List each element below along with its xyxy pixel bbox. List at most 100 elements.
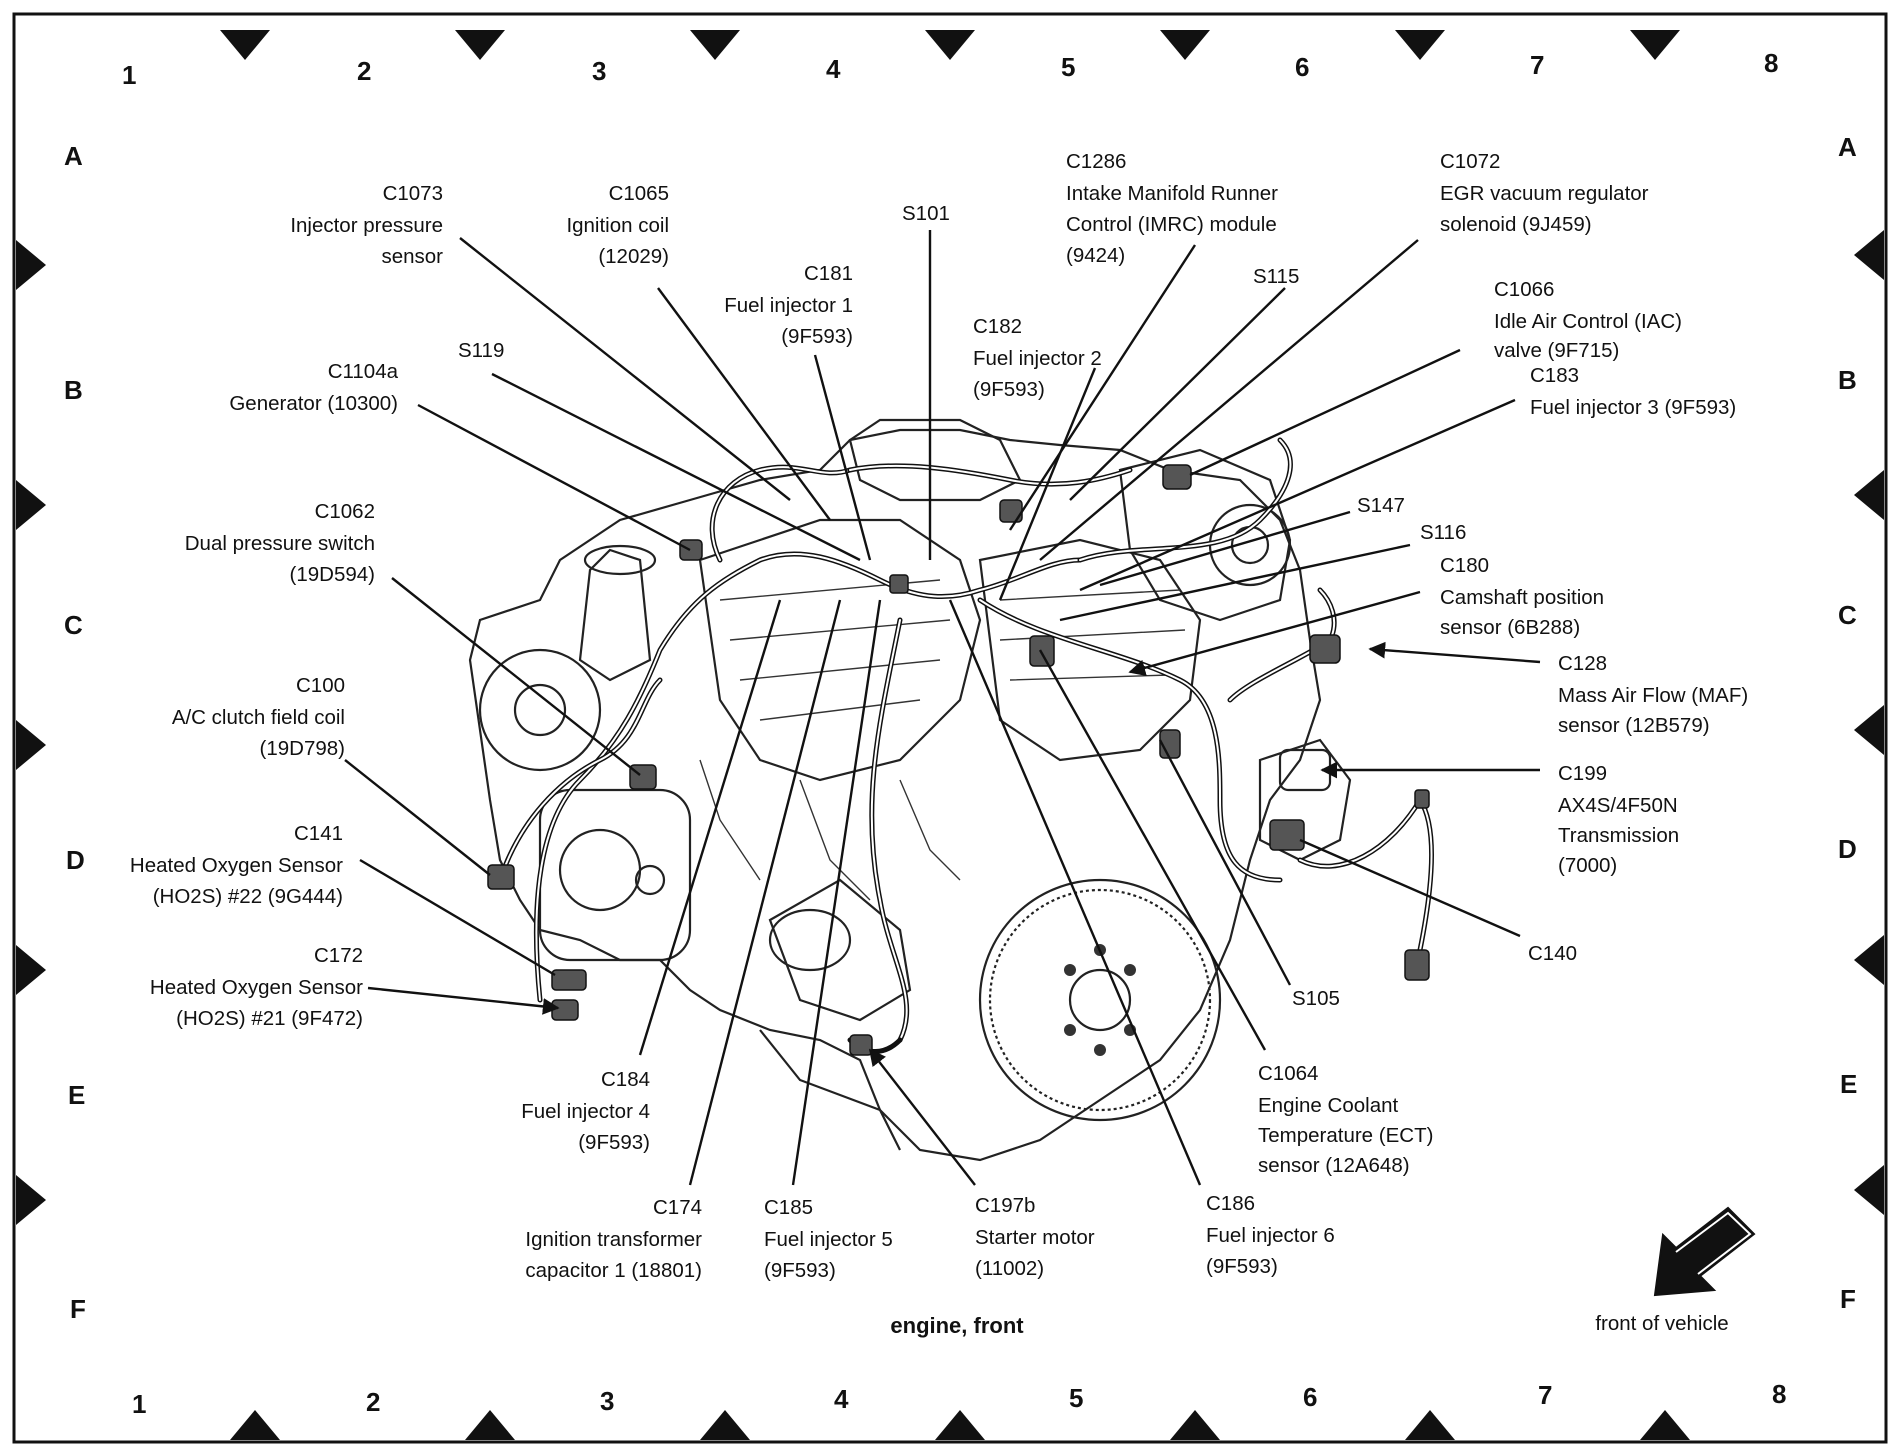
label-c172: C172 Heated Oxygen Sensor (HO2S) #21 (9F… [150,944,363,1030]
label-c1073-code: C1073 [383,182,443,205]
label-c1066-code: C1066 [1494,278,1554,301]
label-c199-line3: (7000) [1558,854,1617,877]
label-c197b-line1: Starter motor [975,1226,1095,1249]
grid-row-a-left: A [64,141,83,171]
label-s115: S115 [1253,265,1299,288]
label-c1065-line1: Ignition coil [566,214,669,237]
label-c184-line2: (9F593) [578,1131,650,1154]
grid-marker-triangles [16,30,1884,1440]
label-s116-code: S116 [1420,521,1466,544]
label-c1286-line2: Control (IMRC) module [1066,213,1277,236]
label-c128-code: C128 [1558,652,1607,675]
label-c199-line1: AX4S/4F50N [1558,794,1678,817]
label-c184-code: C184 [601,1068,650,1091]
label-c1066-line1: Idle Air Control (IAC) [1494,310,1682,333]
engine-illustration [468,418,1434,1162]
label-s105-code: S105 [1292,987,1340,1010]
label-c1072: C1072 EGR vacuum regulator solenoid (9J4… [1440,150,1649,236]
label-c180-line1: Camshaft position [1440,586,1604,609]
grid-row-c-right: C [1838,600,1857,630]
label-c141-code: C141 [294,822,343,845]
grid-row-f-left: F [70,1294,86,1324]
label-c1066-line2: valve (9F715) [1494,339,1619,362]
label-c174-line2: capacitor 1 (18801) [525,1259,702,1282]
grid-row-e-left: E [68,1080,85,1110]
label-c199: C199 AX4S/4F50N Transmission (7000) [1558,762,1679,877]
label-c182: C182 Fuel injector 2 (9F593) [973,315,1102,401]
label-c100-code: C100 [296,674,345,697]
label-c1064-code: C1064 [1258,1062,1318,1085]
label-c1062-code: C1062 [315,500,375,523]
label-c180: C180 Camshaft position sensor (6B288) [1440,554,1604,639]
grid-col-3-bottom: 3 [600,1386,614,1416]
grid-col-7-bottom: 7 [1538,1380,1552,1410]
label-c1104a: C1104a Generator (10300) [229,360,398,415]
label-c100-line1: A/C clutch field coil [172,706,345,729]
label-c197b: C197b Starter motor (11002) [975,1194,1095,1280]
label-c172-line1: Heated Oxygen Sensor [150,976,363,999]
label-c181: C181 Fuel injector 1 (9F593) [724,262,853,348]
label-s101: S101 [902,202,950,225]
label-s116: S116 [1420,521,1466,544]
grid-col-1-bottom: 1 [132,1389,146,1419]
grid-col-5-bottom: 5 [1069,1383,1083,1413]
label-c181-line2: (9F593) [781,325,853,348]
label-c1065-code: C1065 [609,182,669,205]
label-c1066: C1066 Idle Air Control (IAC) valve (9F71… [1494,278,1682,362]
label-c1064-line3: sensor (12A648) [1258,1154,1410,1177]
label-c183: C183 Fuel injector 3 (9F593) [1530,364,1736,419]
label-c1286: C1286 Intake Manifold Runner Control (IM… [1066,150,1278,267]
grid-col-2-bottom: 2 [366,1387,380,1417]
label-c1072-code: C1072 [1440,150,1500,173]
leader-lines [344,230,1541,1186]
label-c182-line1: Fuel injector 2 [973,347,1102,370]
label-c184-line1: Fuel injector 4 [521,1100,650,1123]
label-c186-line2: (9F593) [1206,1255,1278,1278]
label-s119: S119 [458,339,504,362]
label-s105: S105 [1292,987,1340,1010]
label-s147: S147 [1357,494,1405,517]
label-c100-line2: (19D798) [260,737,345,760]
grid-col-4-top: 4 [826,54,841,84]
label-c1286-line3: (9424) [1066,244,1125,267]
grid-col-3-top: 3 [592,56,606,86]
label-c1062: C1062 Dual pressure switch (19D594) [185,500,375,586]
label-c1064-line2: Temperature (ECT) [1258,1124,1433,1147]
label-c128-line1: Mass Air Flow (MAF) [1558,684,1748,707]
grid-row-b-left: B [64,375,83,405]
grid-col-8-bottom: 8 [1772,1379,1786,1409]
label-c180-code: C180 [1440,554,1489,577]
label-c140-code: C140 [1528,942,1577,965]
label-c128-line2: sensor (12B579) [1558,714,1710,737]
label-c174-code: C174 [653,1196,702,1219]
label-c185: C185 Fuel injector 5 (9F593) [764,1196,893,1282]
grid-col-5-top: 5 [1061,52,1075,82]
label-c183-line1: Fuel injector 3 (9F593) [1530,396,1736,419]
grid-col-7-top: 7 [1530,50,1544,80]
label-s119-code: S119 [458,339,504,362]
grid-col-1-top: 1 [122,60,136,90]
label-c1073: C1073 Injector pressure sensor [290,182,443,268]
label-c174: C174 Ignition transformer capacitor 1 (1… [525,1196,702,1282]
grid-row-a-right: A [1838,132,1857,162]
label-c1064-line1: Engine Coolant [1258,1094,1398,1117]
grid-col-6-top: 6 [1295,52,1309,82]
front-of-vehicle-label: front of vehicle [1595,1312,1728,1335]
grid-row-f-right: F [1840,1284,1856,1314]
diagram-frame [12,12,1888,1444]
grid-col-8-top: 8 [1764,48,1778,78]
label-c1073-line2: sensor [381,245,443,268]
label-c1072-line2: solenoid (9J459) [1440,213,1592,236]
front-of-vehicle-arrow-icon [1653,1206,1756,1297]
label-c197b-line2: (11002) [975,1257,1044,1280]
label-c1104a-code: C1104a [328,360,399,383]
label-c172-code: C172 [314,944,363,967]
label-s101-code: S101 [902,202,950,225]
label-c181-code: C181 [804,262,853,285]
grid-col-2-top: 2 [357,56,371,86]
grid-row-b-right: B [1838,365,1857,395]
label-c185-line1: Fuel injector 5 [764,1228,893,1251]
label-c1104a-line1: Generator (10300) [229,392,398,415]
grid-col-6-bottom: 6 [1303,1382,1317,1412]
